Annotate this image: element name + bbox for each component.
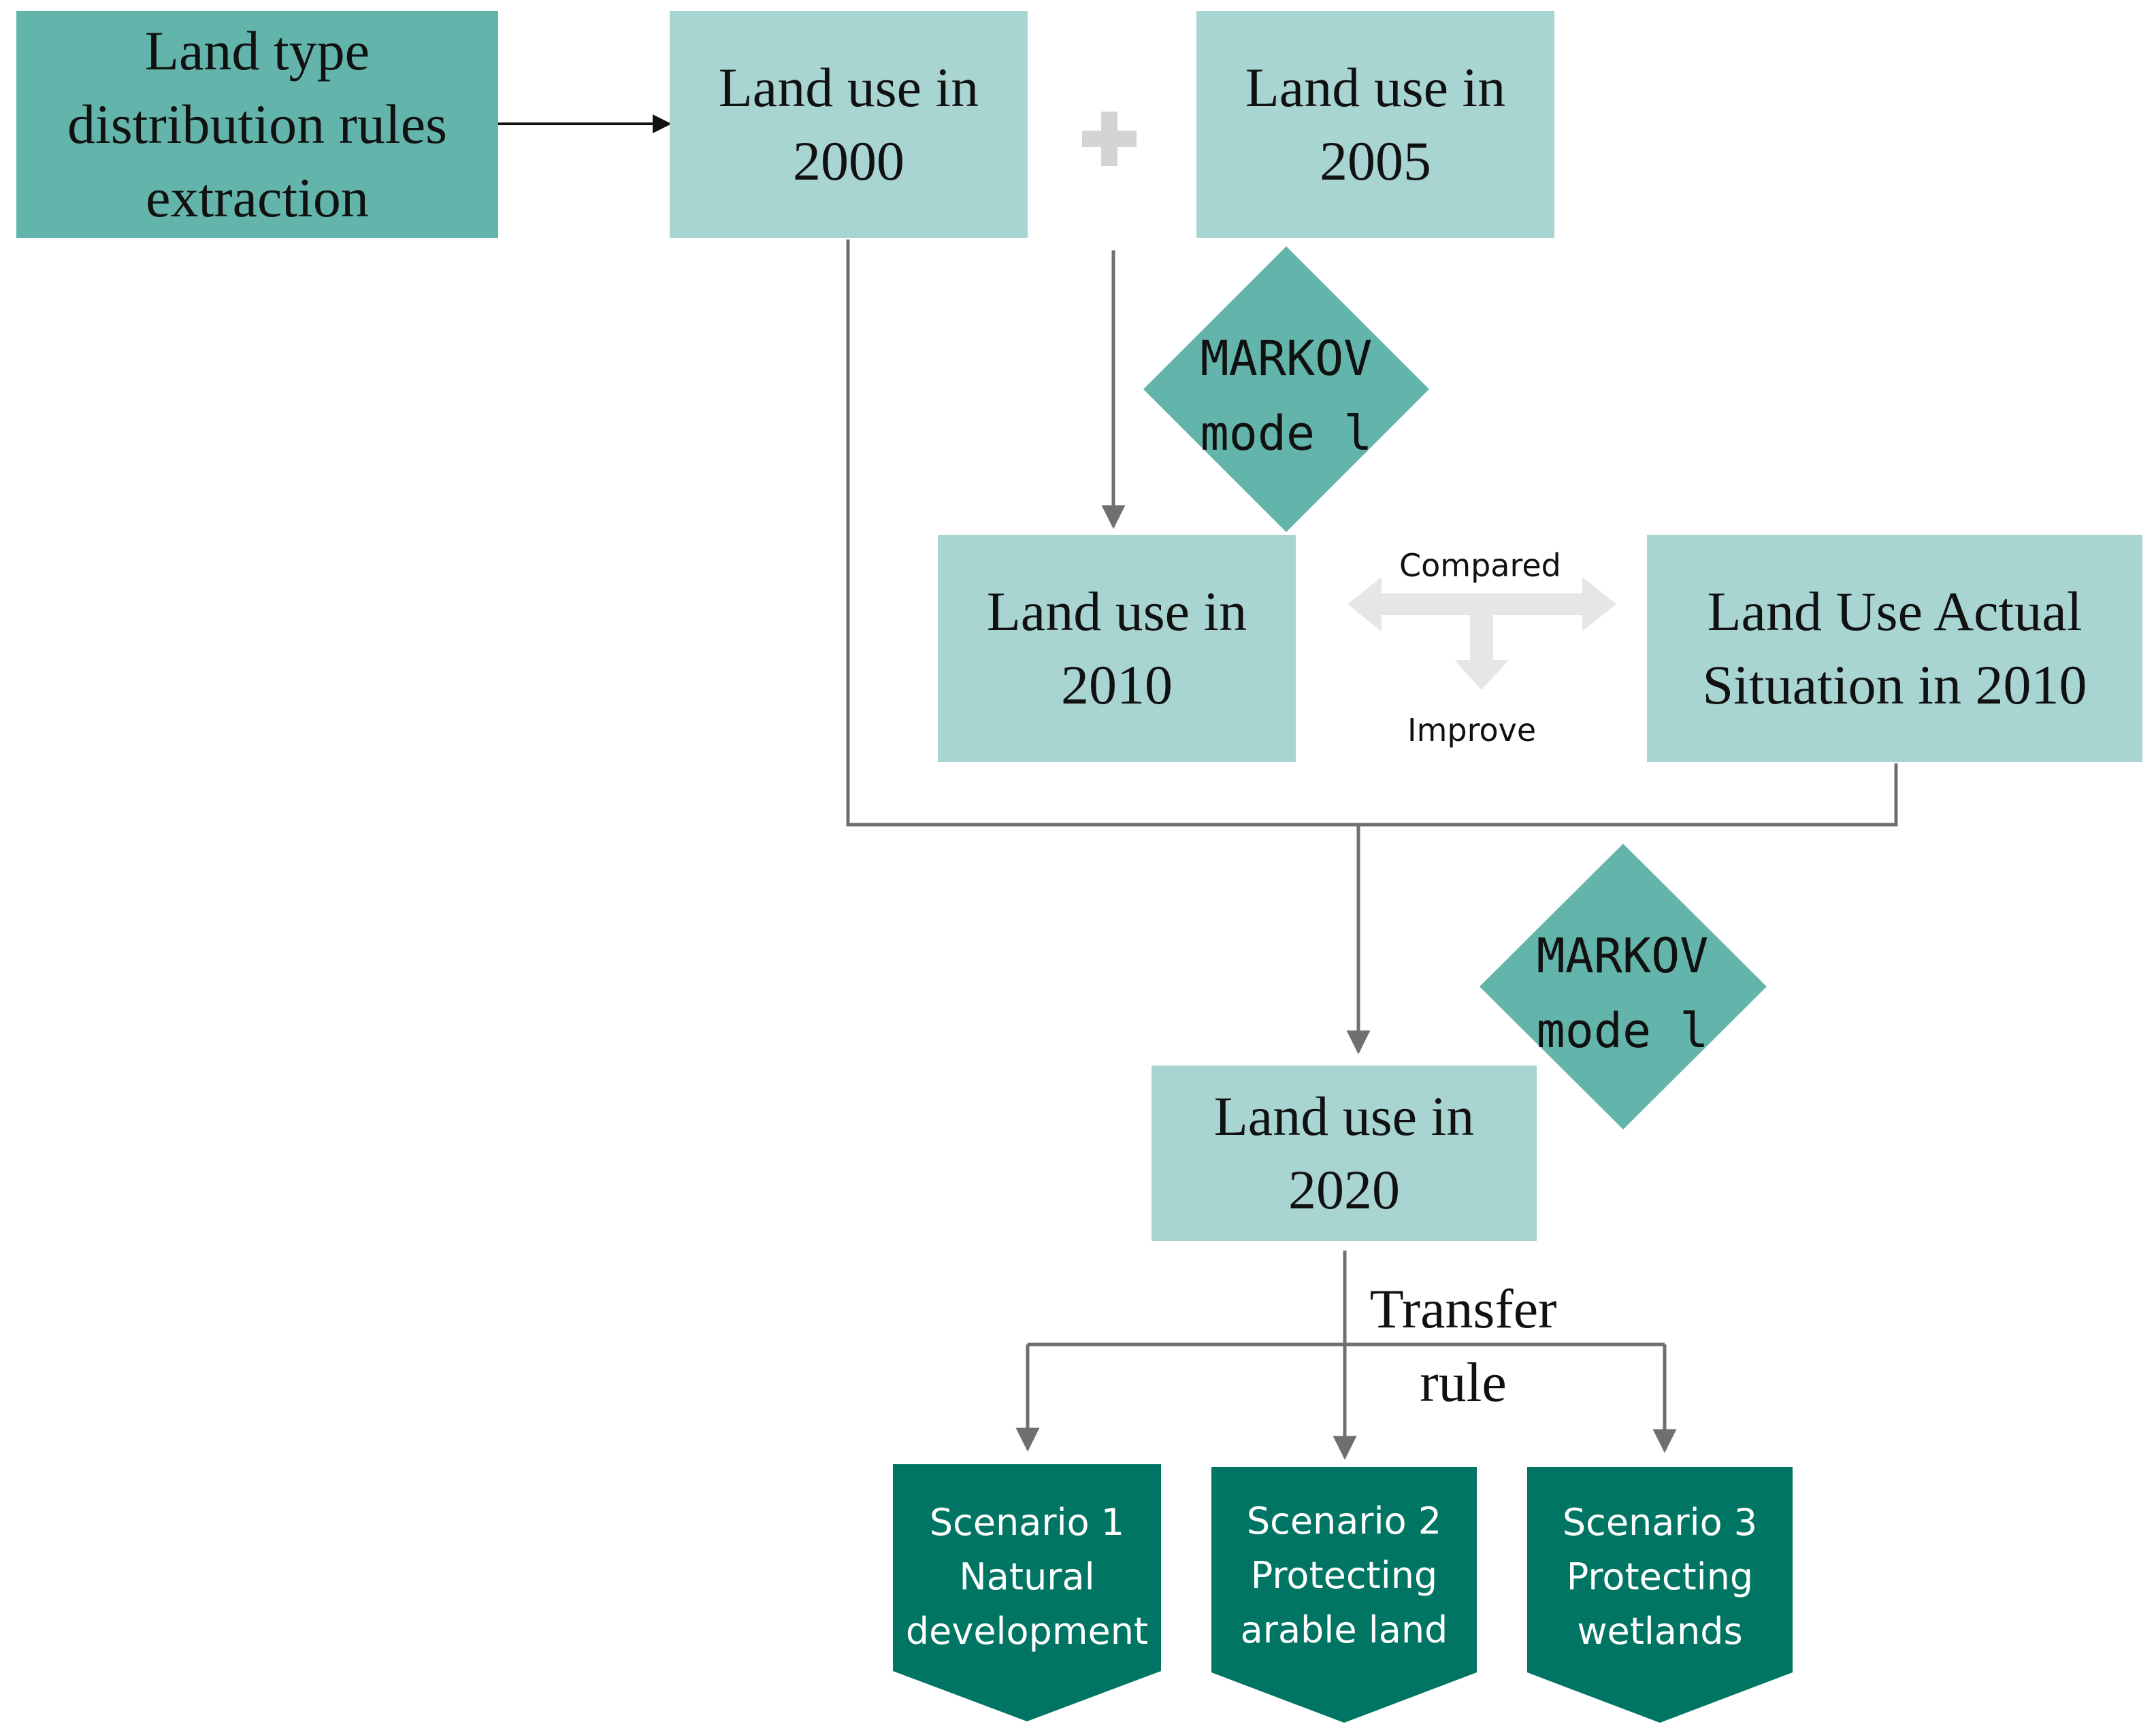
scenario-1-shape [893,1464,1161,1721]
land-use-2000-box: Land use in 2000 [670,11,1028,238]
land-use-2010-label: Land use in 2010 [986,580,1247,716]
scenario-2-label: Scenario 2 Protecting arable land [1240,1500,1448,1651]
compared-double-arrow [1348,577,1616,690]
markov-diamond-upper [1143,246,1429,532]
scenario-1-label: Scenario 1 Natural development [905,1501,1149,1653]
scenario-2-shape [1211,1467,1477,1723]
markov-diamond-lower [1480,844,1767,1129]
land-use-2005-box: Land use in 2005 [1196,11,1554,238]
land-use-2005-label: Land use in 2005 [1245,56,1506,192]
rules-extraction-box: Land type distribution rules extraction [16,11,498,238]
plus-icon [1082,112,1137,166]
land-use-2020-label: Land use in 2020 [1213,1085,1475,1221]
improve-label: Improve [1407,712,1537,748]
markov-lower-label: MARKOV mode l [1536,928,1709,1059]
actual-situation-2010-label: Land Use Actual Situation in 2010 [1702,580,2087,716]
compared-label: Compared [1399,547,1561,584]
scenario-3-shape [1527,1467,1793,1723]
transfer-rule-label: Transfer rule [1369,1278,1557,1413]
land-use-2010-box: Land use in 2010 [938,535,1296,762]
scenario-3-label: Scenario 3 Protecting wetlands [1562,1501,1758,1653]
rules-extraction-label: Land type distribution rules extraction [67,20,448,229]
land-use-2020-box: Land use in 2020 [1152,1065,1537,1241]
land-use-2000-label: Land use in 2000 [718,56,979,192]
markov-upper-label: MARKOV mode l [1200,331,1373,461]
connector-2000-down [846,239,1898,827]
actual-situation-2010-box: Land Use Actual Situation in 2010 [1647,535,2142,762]
